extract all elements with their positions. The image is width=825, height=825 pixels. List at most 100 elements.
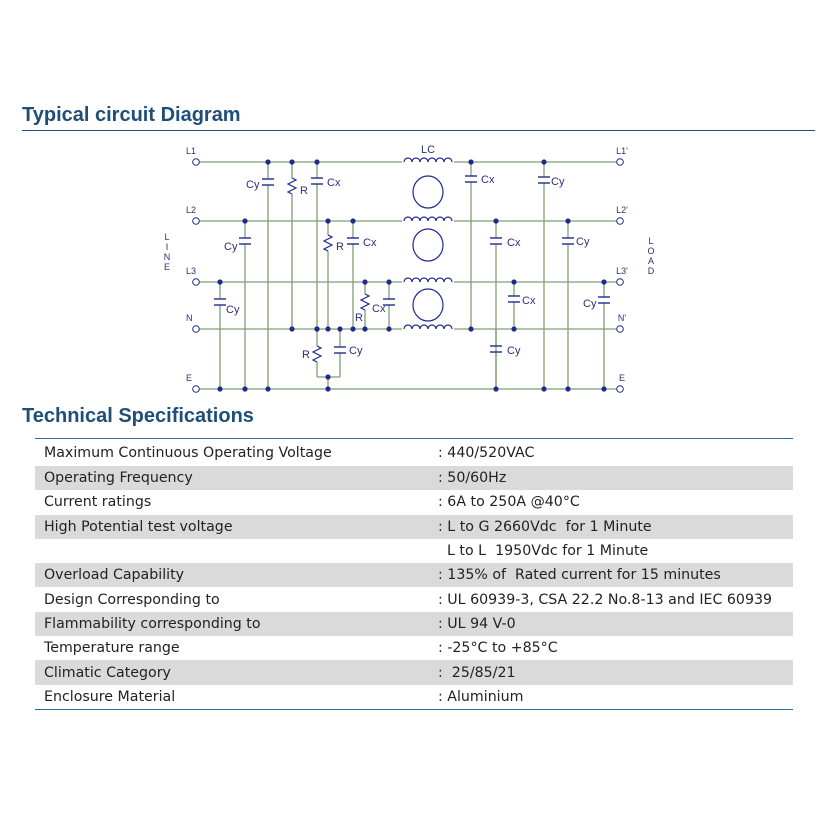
- terminal-in: [192, 385, 200, 393]
- terminal-in: [192, 278, 200, 286]
- spec-row: Temperature range: -25°C to +85°C: [35, 636, 793, 660]
- terminal-out: [616, 217, 624, 225]
- component-label: Cy: [551, 176, 565, 188]
- circuit-diagram-title: Typical circuit Diagram: [22, 104, 241, 126]
- spec-value: : 25/85/21: [438, 664, 516, 681]
- inductor-coil: [403, 216, 453, 222]
- resistor: [286, 177, 298, 195]
- terminal-in: [192, 325, 200, 333]
- junction-node: [314, 159, 320, 165]
- junction-node: [565, 218, 571, 224]
- spec-row: Operating Frequency: 50/60Hz: [35, 466, 793, 491]
- junction-node: [493, 386, 499, 392]
- terminal-label-load: L3': [616, 266, 628, 276]
- spec-value: : 440/520VAC: [438, 444, 535, 461]
- spec-row: Enclosure Material : Aluminium: [35, 685, 793, 709]
- terminal-out: [616, 278, 624, 286]
- spec-row: High Potential test voltage : L to G 2660…: [35, 514, 793, 539]
- junction-node: [265, 386, 271, 392]
- component-label: Cy: [507, 345, 521, 357]
- spec-row: Flammability corresponding to : UL 94 V-0: [35, 611, 793, 637]
- component-label: Cy: [224, 241, 238, 253]
- junction-node: [350, 218, 356, 224]
- junction-node: [325, 218, 331, 224]
- ferrite-core: [412, 228, 444, 262]
- spec-label: Design Corresponding to: [44, 591, 220, 608]
- spec-label: High Potential test voltage: [44, 518, 233, 535]
- spec-row: Maximum Continuous Operating Voltage : 44…: [35, 439, 793, 466]
- spec-label: Maximum Continuous Operating Voltage: [44, 444, 332, 461]
- component-label: Cy: [349, 345, 363, 357]
- junction-node: [265, 159, 271, 165]
- ferrite-core: [412, 175, 444, 209]
- terminal-label-load: N': [618, 313, 626, 323]
- resistor: [322, 234, 334, 252]
- terminal-label-load: E: [619, 373, 625, 383]
- junction-node: [468, 326, 474, 332]
- junction-node: [601, 279, 607, 285]
- spec-label: Temperature range: [44, 640, 180, 657]
- inductor-coil: [403, 324, 453, 330]
- junction-node: [325, 374, 331, 380]
- diagram-components: [192, 157, 624, 393]
- junction-node: [242, 386, 248, 392]
- junction-node: [362, 279, 368, 285]
- terminal-in: [192, 158, 200, 166]
- junction-node: [289, 159, 295, 165]
- spec-label: Enclosure Material: [44, 688, 176, 705]
- component-label: Cx: [481, 174, 495, 186]
- component-label: Cy: [583, 298, 597, 310]
- component-label: Cx: [372, 303, 386, 315]
- spec-label: Current ratings: [44, 494, 152, 511]
- component-label: Cx: [327, 177, 341, 189]
- terminal-label-line: L3: [186, 266, 196, 276]
- junction-node: [468, 159, 474, 165]
- terminal-out: [616, 385, 624, 393]
- spec-value: L to L 1950Vdc for 1 Minute: [438, 543, 649, 560]
- terminal-label-line: N: [186, 313, 193, 323]
- spec-label: Operating Frequency: [44, 470, 193, 487]
- spec-value: : Aluminium: [438, 688, 524, 705]
- resistor: [311, 345, 323, 363]
- component-label: Cx: [507, 237, 521, 249]
- spec-value: : UL 94 V-0: [438, 615, 516, 632]
- junction-node: [541, 159, 547, 165]
- junction-node: [289, 326, 295, 332]
- junction-node: [601, 386, 607, 392]
- junction-node: [511, 326, 517, 332]
- terminal-out: [616, 325, 624, 333]
- junction-node: [493, 218, 499, 224]
- spec-label: Overload Capability: [44, 567, 185, 584]
- component-label: Cy: [246, 179, 260, 191]
- spec-value: : 6A to 250A @40°C: [438, 494, 580, 511]
- inductor-coil: [403, 157, 453, 163]
- component-label: R: [355, 312, 363, 324]
- component-label: Cx: [363, 237, 377, 249]
- spec-row: Current ratings : 6A to 250A @40°C: [35, 490, 793, 514]
- component-label: Cx: [522, 295, 536, 307]
- spec-value: : UL 60939-3, CSA 22.2 No.8-13 and IEC 6…: [438, 591, 773, 608]
- terminal-label-line: L1: [186, 146, 196, 156]
- spec-row: Overload Capability: 135% of Rated curre…: [35, 563, 793, 588]
- junction-node: [337, 326, 343, 332]
- spec-label: Climatic Category: [44, 664, 171, 681]
- junction-node: [217, 386, 223, 392]
- junction-node: [217, 279, 223, 285]
- terminal-label-line: L2: [186, 205, 196, 215]
- terminal-label-load: L2': [616, 205, 628, 215]
- spec-row: Design Corresponding to : UL 60939-3, CSA…: [35, 587, 793, 611]
- component-label: R: [302, 349, 310, 361]
- spec-value: : L to G 2660Vdc for 1 Minute: [438, 518, 652, 535]
- terminal-label-line: E: [186, 373, 192, 383]
- resistor: [359, 293, 371, 311]
- terminal-out: [616, 158, 624, 166]
- component-label: R: [300, 185, 308, 197]
- specs-title: Technical Specifications: [22, 405, 254, 427]
- spec-label: Flammability corresponding to: [44, 615, 261, 632]
- junction-node: [386, 279, 392, 285]
- choke-label: LC: [421, 144, 435, 156]
- junction-node: [565, 386, 571, 392]
